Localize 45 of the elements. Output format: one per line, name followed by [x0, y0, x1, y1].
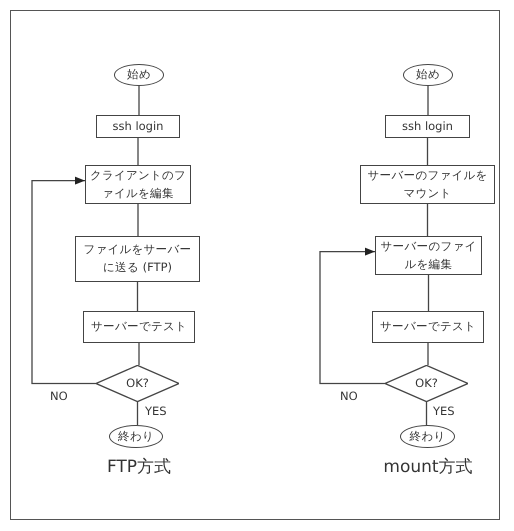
- edge-label: NO: [340, 390, 358, 403]
- arrow: [31, 176, 96, 384]
- node-text: サーバーのファイルをマウント: [366, 166, 488, 202]
- connector-line: [138, 343, 140, 365]
- node-text: サーバーでテスト: [379, 318, 477, 336]
- chart-title: mount方式: [383, 456, 473, 478]
- process-box: [385, 115, 470, 138]
- connector-line: [426, 204, 428, 236]
- process-box: [75, 236, 200, 282]
- connector-line: [427, 343, 429, 365]
- node-text: 終わり: [117, 428, 155, 445]
- decision-diamond: [96, 365, 179, 402]
- connector-line: [428, 275, 430, 311]
- node-text: サーバーでテスト: [90, 318, 188, 336]
- process-box: [360, 165, 495, 204]
- process-box: [96, 115, 180, 138]
- node-text: 始め: [126, 66, 152, 84]
- edge-label: NO: [50, 390, 68, 403]
- node-text: クライアントのファイルを編集: [89, 166, 187, 202]
- connector-line: [427, 86, 429, 115]
- edge-label: YES: [145, 405, 167, 418]
- node-text: OK?: [125, 374, 150, 392]
- connector-line: [136, 402, 138, 425]
- node-text: ファイルをサーバーに送る (FTP): [82, 241, 192, 276]
- node-text: ssh login: [401, 118, 454, 135]
- chart-title: FTP方式: [106, 456, 172, 478]
- decision-diamond: [385, 365, 468, 402]
- connector-line: [137, 204, 139, 236]
- connector-line: [138, 86, 140, 115]
- node-text: ssh login: [112, 118, 164, 135]
- terminal-oval: [114, 64, 164, 86]
- connector-line: [426, 402, 428, 425]
- connector-line: [426, 138, 428, 165]
- terminal-oval: [109, 425, 163, 448]
- node-text: サーバーのファイルを編集: [380, 238, 478, 272]
- process-box: [372, 311, 484, 343]
- process-box: [83, 311, 195, 343]
- node-text: 始め: [415, 66, 441, 84]
- connector-line: [136, 282, 138, 311]
- edge-label: YES: [433, 405, 455, 418]
- terminal-oval: [403, 64, 453, 86]
- node-text: OK?: [414, 374, 439, 392]
- connector-line: [137, 138, 139, 165]
- arrow: [319, 248, 385, 384]
- node-text: 終わり: [408, 428, 446, 445]
